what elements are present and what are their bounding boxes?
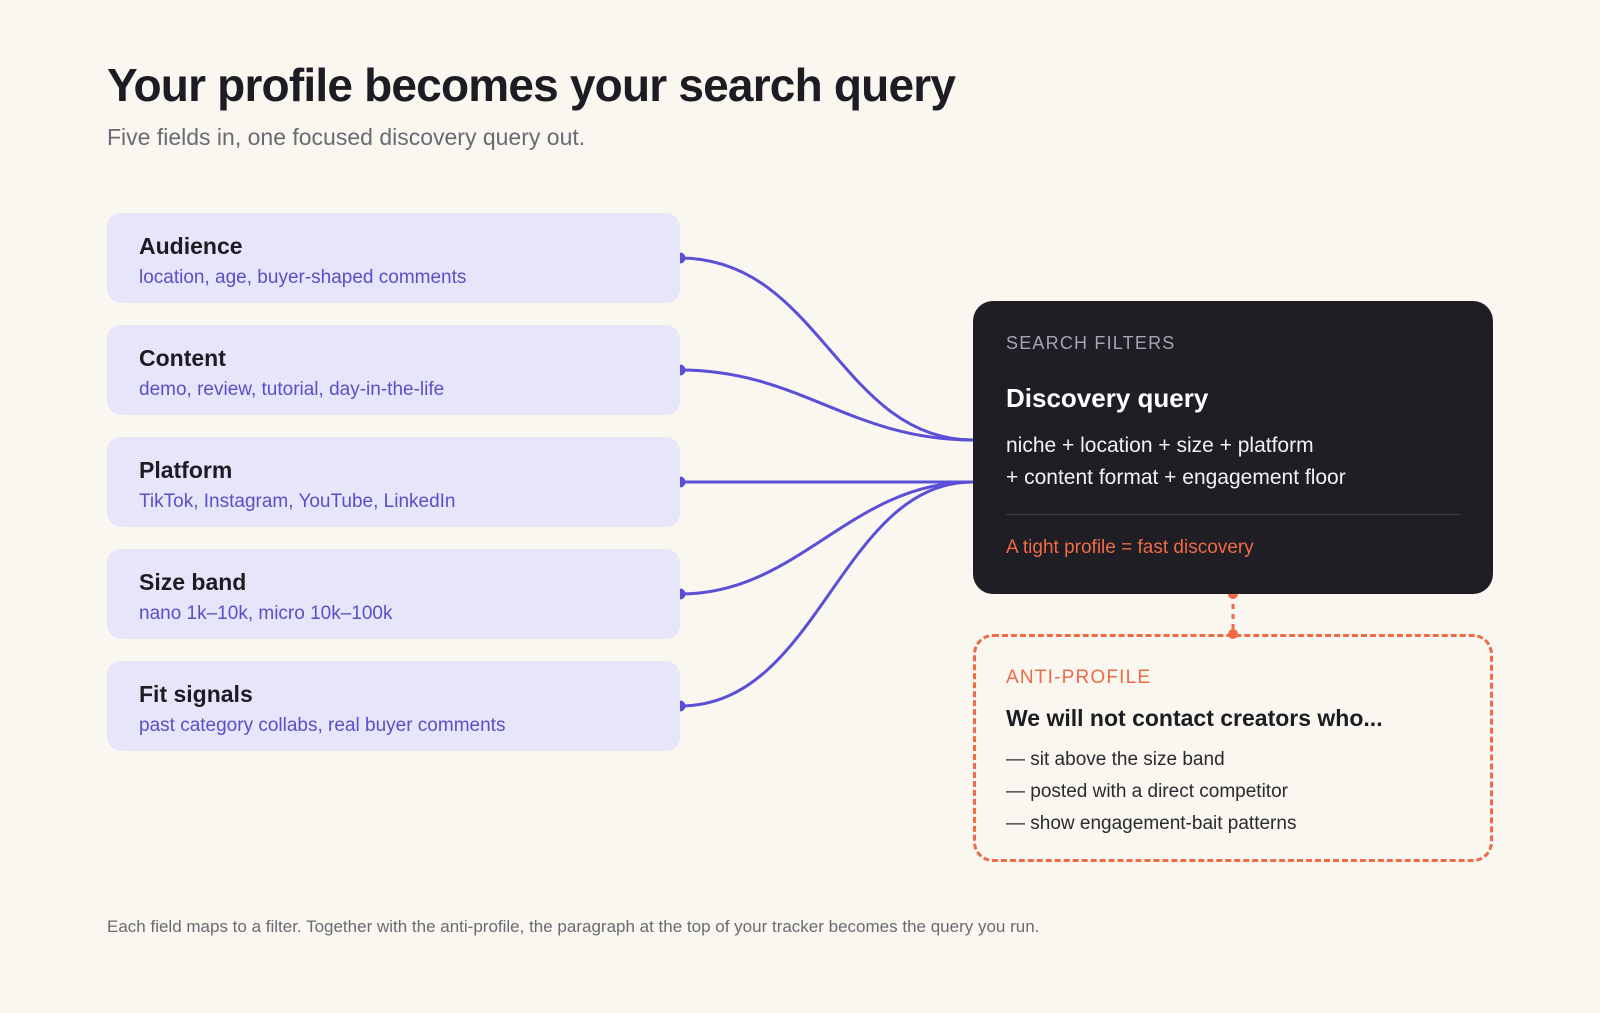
field-label: Size band (139, 569, 247, 595)
anti-profile-eyebrow: ANTI-PROFILE (1006, 667, 1152, 688)
anti-profile-item: — sit above the size band (1006, 749, 1225, 770)
field-description: TikTok, Instagram, YouTube, LinkedIn (139, 491, 456, 512)
query-card-title: Discovery query (1006, 383, 1209, 413)
anti-profile-item: — show engagement-bait patterns (1006, 813, 1297, 834)
field-description: nano 1k–10k, micro 10k–100k (139, 603, 393, 624)
connector-size-band (678, 480, 975, 596)
query-card-divider (1006, 514, 1461, 515)
anti-profile-title: We will not contact creators who... (1006, 705, 1383, 731)
page-subtitle: Five fields in, one focused discovery qu… (107, 124, 586, 150)
connector-fit-signals (678, 480, 975, 708)
field-audience: Audience location, age, buyer-shaped com… (107, 213, 680, 303)
field-label: Platform (139, 457, 233, 483)
field-label: Fit signals (139, 681, 253, 707)
field-label: Content (139, 345, 226, 371)
query-formula-line-2: + content format + engagement floor (1006, 466, 1346, 489)
connector-content (678, 368, 975, 442)
field-label: Audience (139, 233, 243, 259)
field-size-band: Size band nano 1k–10k, micro 10k–100k (107, 549, 680, 639)
anti-profile-item: — posted with a direct competitor (1006, 781, 1288, 802)
field-description: demo, review, tutorial, day-in-the-life (139, 379, 445, 400)
query-card-note: A tight profile = fast discovery (1006, 537, 1254, 558)
query-card-eyebrow: SEARCH FILTERS (1006, 333, 1176, 353)
field-description: location, age, buyer-shaped comments (139, 267, 467, 288)
discovery-query-card: SEARCH FILTERS Discovery query niche + l… (973, 301, 1493, 594)
query-formula-line-1: niche + location + size + platform (1006, 434, 1314, 457)
connector-audience (678, 256, 975, 442)
field-description: past category collabs, real buyer commen… (139, 715, 506, 736)
footer-note: Each field maps to a filter. Together wi… (107, 917, 1040, 936)
field-content: Content demo, review, tutorial, day-in-t… (107, 325, 680, 415)
page-title: Your profile becomes your search query (107, 59, 956, 111)
field-fit-signals: Fit signals past category collabs, real … (107, 661, 680, 751)
field-platform: Platform TikTok, Instagram, YouTube, Lin… (107, 437, 680, 527)
anti-profile-card: ANTI-PROFILE We will not contact creator… (973, 634, 1493, 862)
